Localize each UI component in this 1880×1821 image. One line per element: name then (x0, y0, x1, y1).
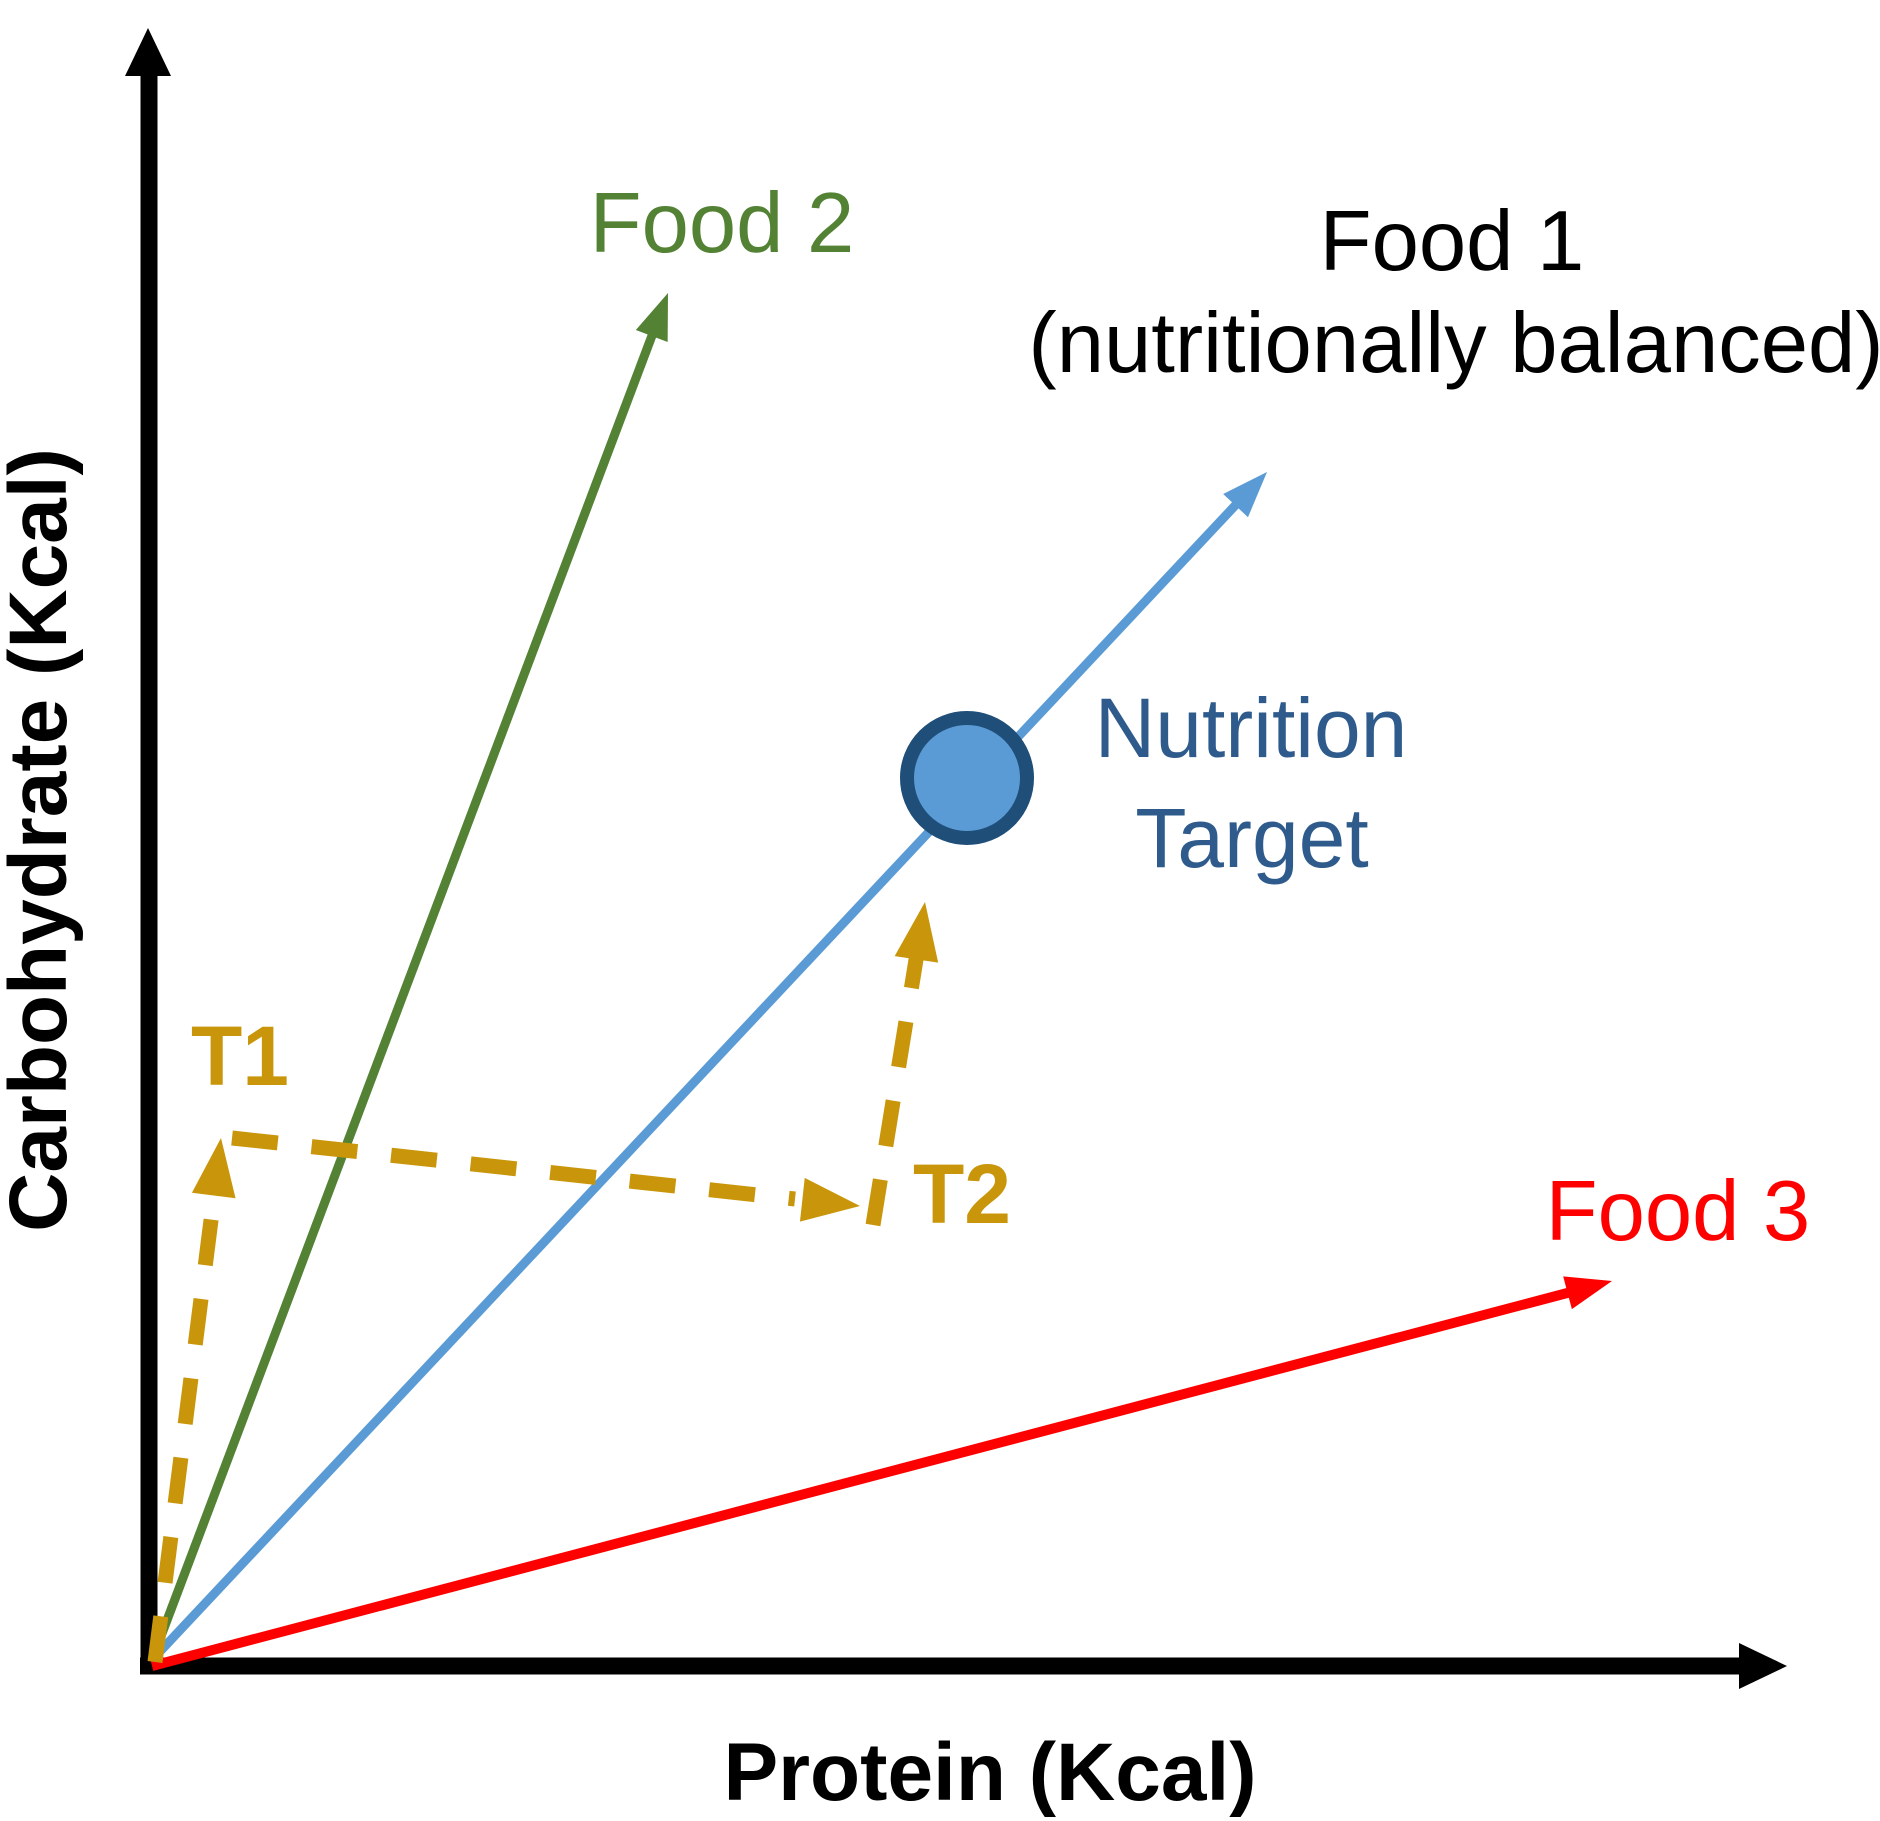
food3-arrowhead-icon (1563, 1276, 1612, 1310)
food3-label: Food 3 (1546, 1164, 1811, 1259)
trajectory-target-arrowhead-icon (894, 902, 939, 963)
trajectory-segment-to-target (865, 933, 928, 1227)
trajectory-t2-arrowhead-icon (799, 1177, 860, 1222)
t1-label: T1 (191, 1009, 289, 1103)
food2-vector-line (147, 323, 661, 1662)
trajectory-segment-t1 (147, 1164, 226, 1663)
food3-vector-line (150, 1282, 1592, 1671)
food1-arrowhead-icon (1223, 472, 1267, 518)
y-axis-label: Carbohydrate (Kcal) (0, 448, 84, 1232)
trajectory-segment-t2 (231, 1130, 796, 1207)
x-axis-arrowhead-icon (1739, 1643, 1787, 1689)
food2-arrowhead-icon (635, 293, 668, 343)
trajectory-t1-arrowhead-icon (191, 1138, 236, 1199)
food1-vector-line (148, 491, 1249, 1664)
food1-label-line2: (nutritionally balanced) (1028, 296, 1880, 391)
food1-label-line1: Food 1 (1320, 194, 1585, 289)
t2-label: T2 (913, 1147, 1011, 1241)
y-axis-arrowhead-icon (125, 28, 171, 76)
food2-label: Food 2 (590, 176, 855, 271)
nutrition-target-label-line1: Nutrition (1095, 681, 1408, 775)
x-axis-label: Protein (Kcal) (723, 1727, 1256, 1818)
nutrition-target-label-line2: Target (1135, 791, 1368, 885)
nutrition-target-marker (900, 711, 1034, 845)
